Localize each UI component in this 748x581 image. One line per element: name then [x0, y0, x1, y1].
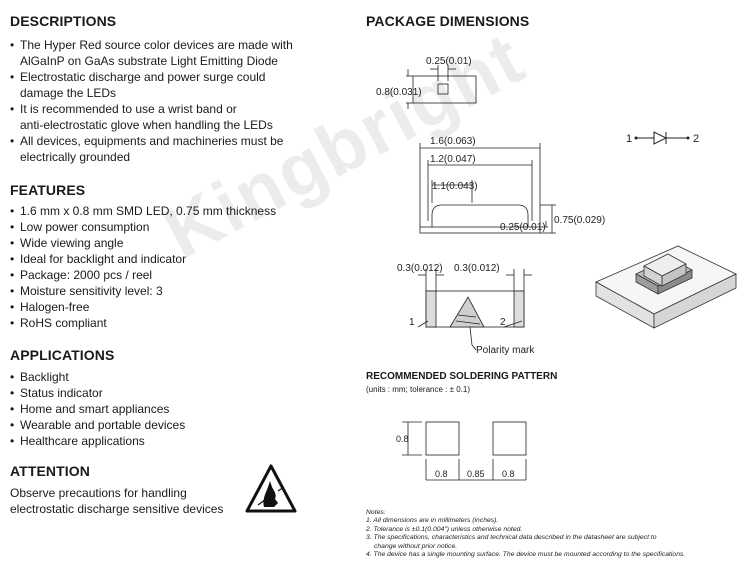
application-item: Backlight	[10, 369, 350, 385]
applications-list: Backlight Status indicator Home and smar…	[10, 369, 350, 449]
symbol-pin2-label: 2	[693, 133, 699, 145]
notes-block: Notes: 1. All dimensions are in millimet…	[366, 509, 685, 559]
package-dimensions-heading: PACKAGE DIMENSIONS	[366, 13, 530, 29]
attention-text: Observe precautions for handling electro…	[10, 486, 224, 516]
solder-pad-1	[425, 421, 460, 456]
descriptions-list: The Hyper Red source color devices are m…	[10, 37, 350, 165]
description-item: Electrostatic discharge and power surge …	[10, 69, 350, 101]
feature-item: 1.6 mm x 0.8 mm SMD LED, 0.75 mm thickne…	[10, 203, 350, 219]
note-line: 3. The specifications, characteristics a…	[366, 534, 657, 542]
pin2-label: 2	[500, 317, 506, 328]
descriptions-heading: DESCRIPTIONS	[10, 13, 117, 29]
polarity-mark-label: Polarity mark	[476, 345, 535, 356]
application-item: Status indicator	[10, 385, 350, 401]
dim-w1: 1.6(0.063)	[430, 136, 476, 147]
solder-pad-2	[492, 421, 527, 456]
dim-height: 0.75(0.029)	[554, 215, 605, 226]
solder-pad2-label: 0.8	[502, 469, 515, 479]
description-item: It is recommended to use a wrist band or…	[10, 101, 350, 133]
feature-item: Package: 2000 pcs / reel	[10, 267, 350, 283]
esd-warning-icon	[245, 464, 297, 513]
solder-height-label: 0.8	[396, 434, 409, 444]
feature-item: Wide viewing angle	[10, 235, 350, 251]
soldering-pattern-drawing: 0.8 0.8 0.85 0.8	[396, 421, 527, 481]
notes-title: Notes:	[366, 509, 386, 516]
application-item: Healthcare applications	[10, 433, 350, 449]
solder-pad1-label: 0.8	[435, 469, 448, 479]
pin1-label: 1	[409, 317, 415, 328]
feature-item: RoHS compliant	[10, 315, 350, 331]
package-dimension-drawing: 0.25(0.01) 0.8(0.031) 1.6(0.063) 1.2(0.0…	[376, 56, 605, 356]
dim-top-width: 0.25(0.01)	[426, 56, 472, 67]
feature-item: Halogen-free	[10, 299, 350, 315]
dim-pad-left: 0.3(0.012)	[397, 263, 443, 274]
solder-gap-label: 0.85	[467, 469, 485, 479]
diode-symbol-icon: 1 2	[626, 131, 699, 145]
applications-heading: APPLICATIONS	[10, 347, 115, 363]
note-line: 2. Tolerance is ±0.1(0.004") unless othe…	[366, 525, 523, 533]
description-item: The Hyper Red source color devices are m…	[10, 37, 350, 69]
note-line: change without prior notice.	[374, 542, 458, 550]
side-view-dome	[431, 204, 529, 227]
attention-heading: ATTENTION	[10, 463, 90, 479]
top-view-chip	[437, 83, 449, 95]
features-heading: FEATURES	[10, 182, 86, 198]
side-view-pads	[419, 226, 541, 234]
top-view-body	[412, 75, 477, 104]
polarity-mark-triangle	[449, 296, 485, 328]
dim-w2: 1.2(0.047)	[430, 154, 476, 165]
application-item: Wearable and portable devices	[10, 417, 350, 433]
feature-item: Moisture sensitivity level: 3	[10, 283, 350, 299]
dim-w3: 1.1(0.043)	[432, 181, 478, 192]
feature-item: Ideal for backlight and indicator	[10, 251, 350, 267]
dim-pad-height: 0.25(0.01)	[500, 222, 546, 233]
description-item: All devices, equipments and machineries …	[10, 133, 350, 165]
led-3d-illustration	[595, 245, 737, 329]
soldering-subtitle: (units : mm; tolerance : ± 0.1)	[366, 385, 470, 394]
application-item: Home and smart appliances	[10, 401, 350, 417]
note-line: 1. All dimensions are in millimeters (in…	[366, 517, 499, 525]
feature-item: Low power consumption	[10, 219, 350, 235]
symbol-pin1-label: 1	[626, 133, 632, 145]
features-list: 1.6 mm x 0.8 mm SMD LED, 0.75 mm thickne…	[10, 203, 350, 331]
dim-pad-right: 0.3(0.012)	[454, 263, 500, 274]
soldering-heading: RECOMMENDED SOLDERING PATTERN	[366, 371, 558, 382]
dim-top-height: 0.8(0.031)	[376, 87, 422, 98]
note-line: 4. The device has a single mounting surf…	[366, 551, 686, 559]
